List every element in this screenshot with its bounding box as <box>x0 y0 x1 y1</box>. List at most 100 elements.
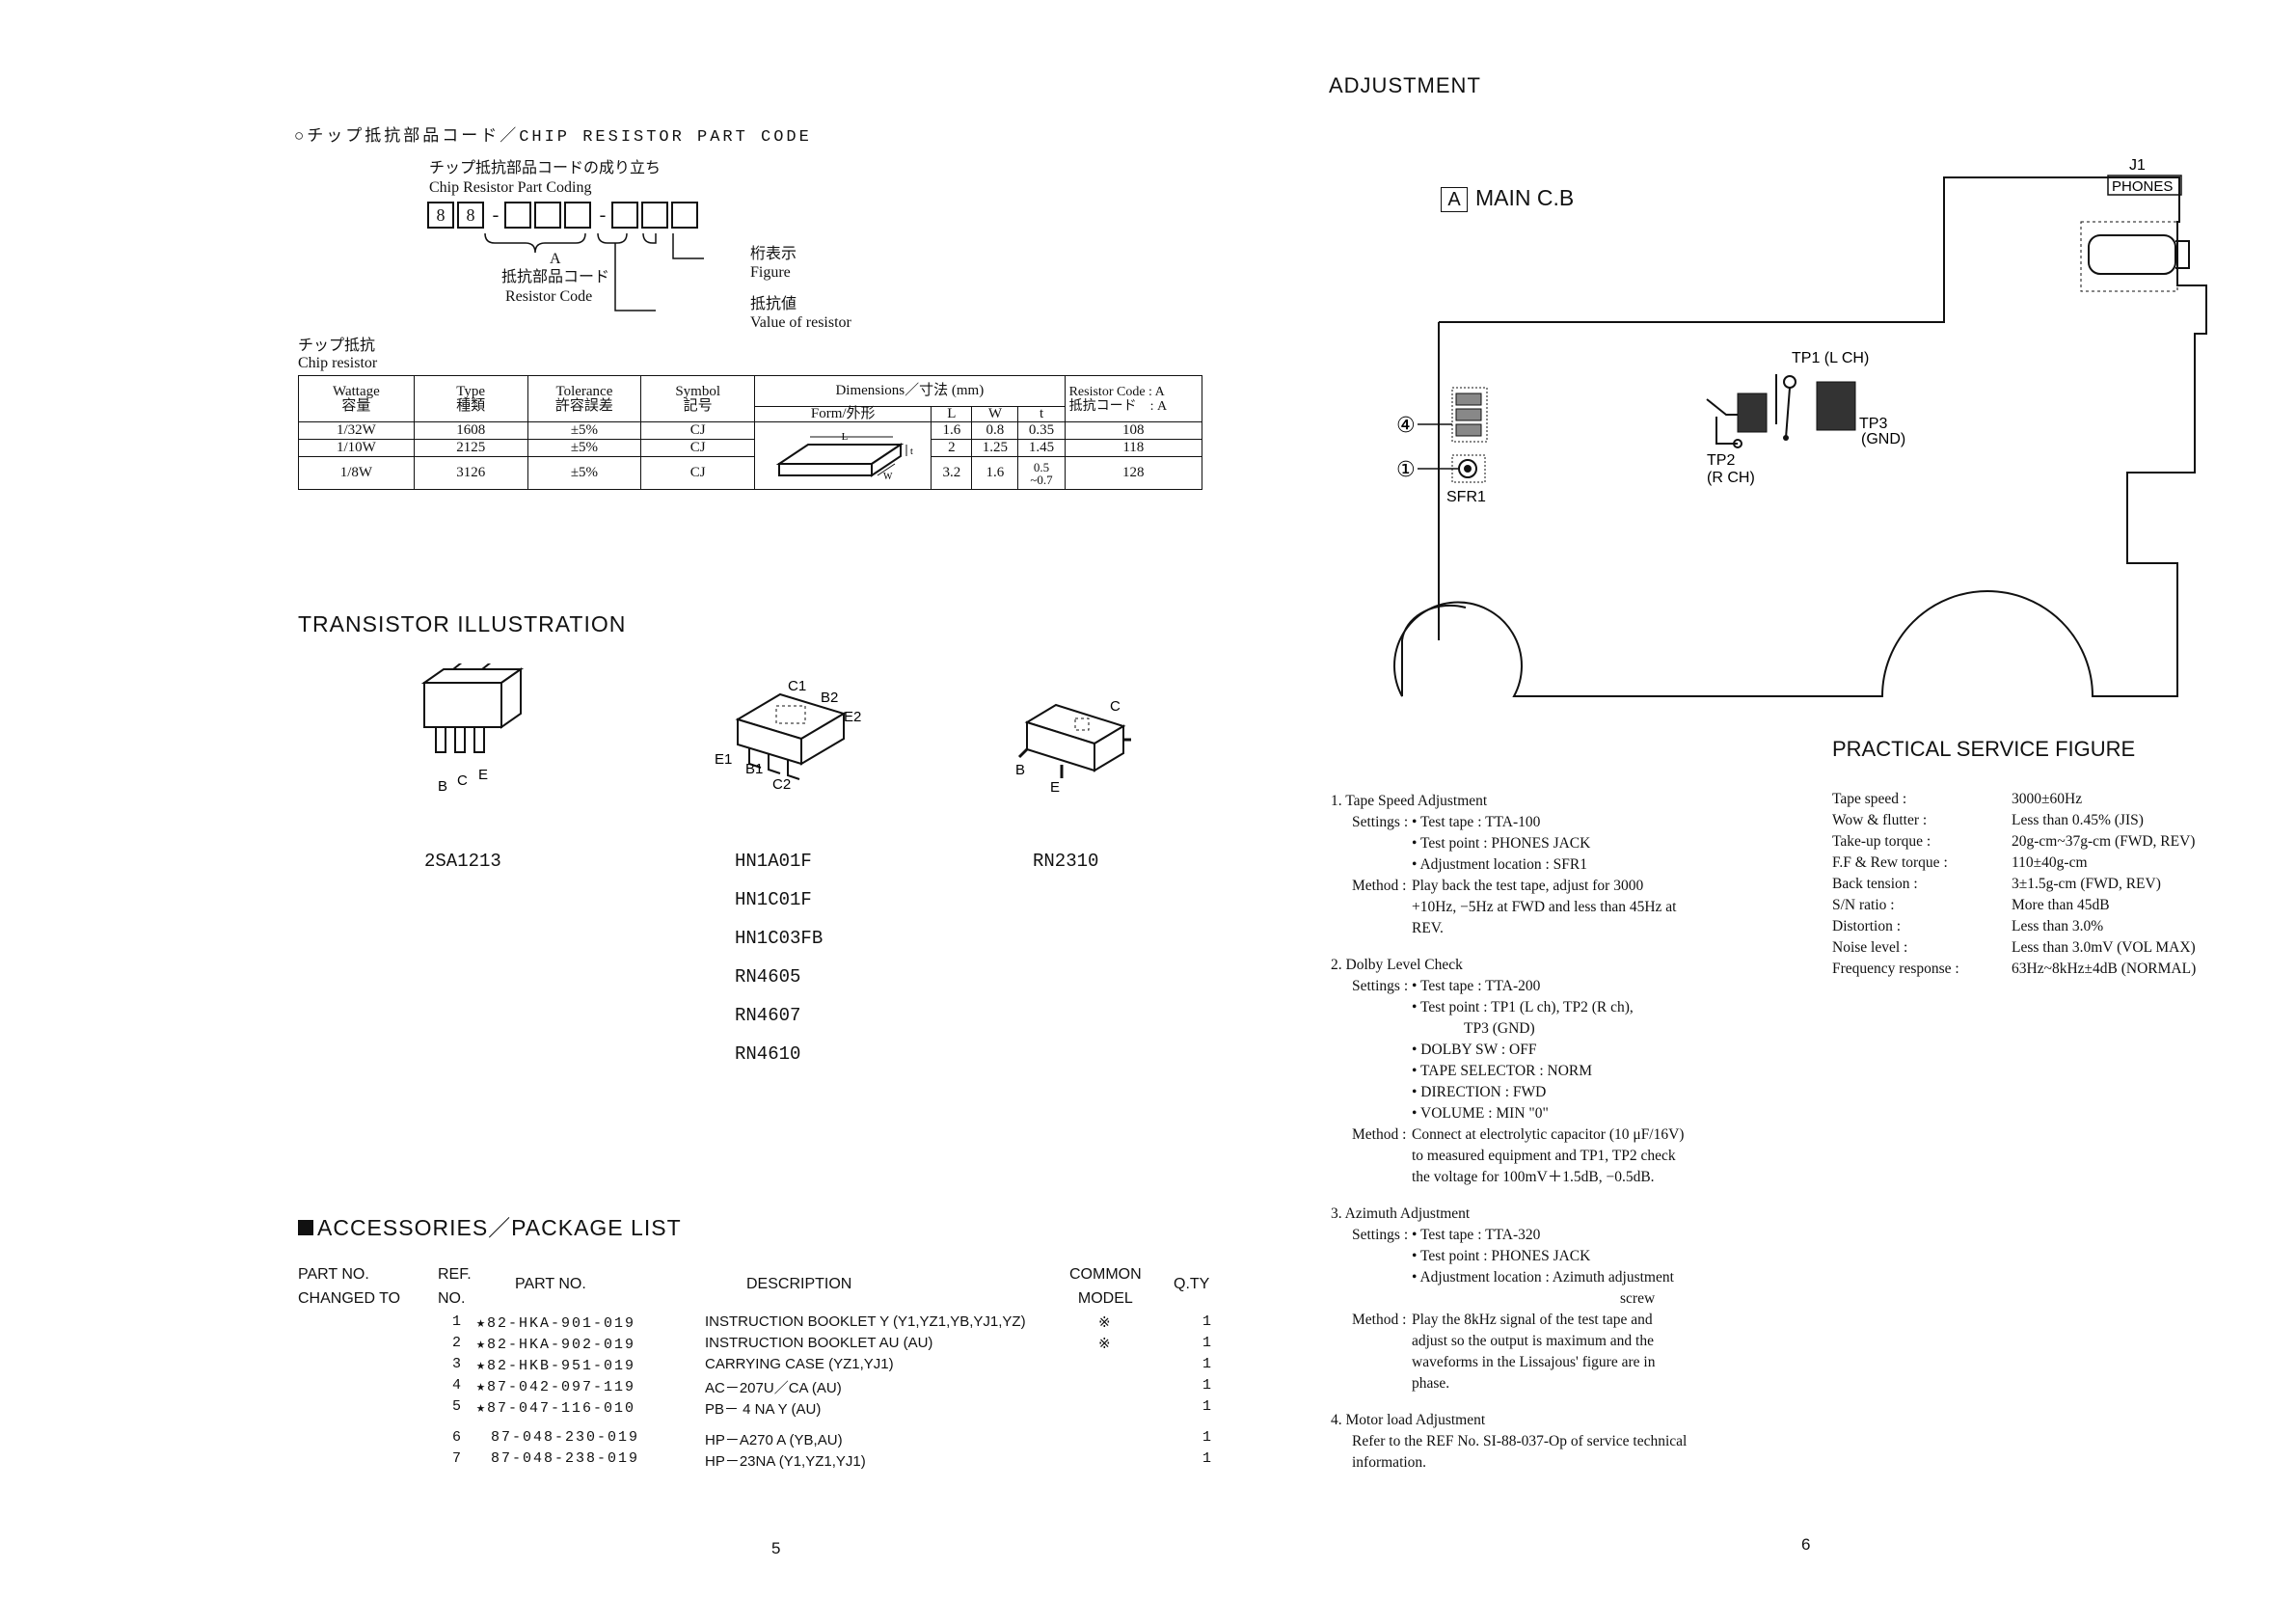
value-en: Value of resistor <box>750 314 851 331</box>
transistor-rn2310-drawing: C B E <box>1015 698 1131 796</box>
acc-list: 1 ★82-HKA-901-019 INSTRUCTION BOOKLET Y … <box>298 1313 1214 1477</box>
procedure-line: TP3 (GND) <box>1464 1020 1535 1037</box>
cell-desc: CARRYING CASE (YZ1,YJ1) <box>705 1356 894 1372</box>
psf-value: Less than 3.0mV (VOL MAX) <box>2012 939 2196 956</box>
procedure-line: REV. <box>1412 920 1444 936</box>
psf-row: Frequency response : 63Hz~8kHz±4dB (NORMA… <box>1832 959 2196 980</box>
cell-ref: 2 <box>452 1335 462 1351</box>
cell-common: ※ <box>1098 1337 1111 1352</box>
tp2-ch-label: (R CH) <box>1707 470 1755 486</box>
psf-row: Back tension : 3±1.5g-cm (FWD, REV) <box>1832 874 2196 895</box>
psf-value: 20g-cm~37g-cm (FWD, REV) <box>2012 833 2196 850</box>
table-row: 1/8W 3126 ±5% CJ 3.2 1.6 0.5 ~0.7 128 <box>298 456 1203 490</box>
procedure-line: • VOLUME : MIN "0" <box>1412 1105 1549 1122</box>
procedure-line: +10Hz, −5Hz at FWD and less than 45Hz at <box>1412 899 1677 915</box>
procedure-line: • Adjustment location : Azimuth adjustme… <box>1412 1269 1674 1286</box>
psf-label: Take-up torque : <box>1832 833 1931 850</box>
procedure-line: Method :Connect at electrolytic capacito… <box>1352 1126 1685 1143</box>
col-ref: REF.NO. <box>438 1266 472 1307</box>
cell-t: 0.5 ~0.7 <box>1017 456 1066 490</box>
cell-t: 0.35 <box>1017 421 1066 440</box>
transistor-name-list: HN1A01F HN1C01F HN1C03FB RN4605 RN4607 R… <box>735 851 823 1082</box>
psf-row: Take-up torque : 20g-cm~37g-cm (FWD, REV) <box>1832 831 2196 853</box>
procedure-line: waveforms in the Lissajous' figure are i… <box>1412 1354 1656 1370</box>
procedure-line: • Test point : PHONES JACK <box>1412 1248 1591 1264</box>
chip-resistor-drawing: L W t <box>775 431 913 482</box>
code-digit: 8 <box>457 202 484 229</box>
procedure-line: to measured equipment and TP1, TP2 check <box>1412 1148 1676 1164</box>
psf-value: 3±1.5g-cm (FWD, REV) <box>2012 876 2161 892</box>
resistor-code-en: Resistor Code <box>505 288 593 305</box>
transistor-name: RN4607 <box>735 1005 801 1026</box>
page-number-left: 5 <box>771 1539 781 1557</box>
psf-value: 110±40g-cm <box>2012 854 2088 871</box>
col-description: DESCRIPTION <box>746 1276 852 1292</box>
psf-value: Less than 3.0% <box>2012 918 2104 934</box>
transistor-name: HN1A01F <box>735 851 812 872</box>
transistor-heading: TRANSISTOR ILLUSTRATION <box>298 611 627 636</box>
cell-w: 1.25 <box>971 439 1019 457</box>
procedure-line: • Adjustment location : SFR1 <box>1412 856 1587 873</box>
cell-ref: 1 <box>452 1313 462 1330</box>
tp3-gnd-label: (GND) <box>1861 431 1905 447</box>
cell-desc: HP－A270 A (YB,AU) <box>705 1432 843 1448</box>
procedure-4: 4. Motor load Adjustment Refer to the RE… <box>1331 1410 1794 1474</box>
cell-desc: PB－ 4 NA Y (AU) <box>705 1401 822 1418</box>
psf-row: Tape speed :3000±60Hz <box>1832 789 2196 810</box>
cell-part: 87-048-230-019 <box>491 1429 640 1446</box>
transistor-2sa1213-drawing: B C E <box>420 663 525 795</box>
pin-b: B <box>438 778 447 795</box>
cell-ref: 7 <box>452 1450 462 1467</box>
th-t: t <box>1017 406 1066 422</box>
code-bracket-lines <box>484 232 704 311</box>
resistor-code-jp: 抵抗部品コード <box>501 269 610 285</box>
psf-value: 63Hz~8kHz±4dB (NORMAL) <box>2012 961 2197 977</box>
cell-type: 1608 <box>413 421 528 440</box>
cell-part: 87-048-238-019 <box>491 1450 640 1467</box>
page-number-right: 6 <box>1801 1535 1811 1554</box>
code-slot <box>534 202 561 229</box>
main-cb-diagram: J1 PHONES ④ ① SFR1 TP1 (L CH) TP2 (R CH)… <box>1380 157 2207 697</box>
code-slot <box>504 202 531 229</box>
code-slot <box>564 202 591 229</box>
procedure-title: 1. Tape Speed Adjustment <box>1331 793 1488 809</box>
psf-value: Less than 0.45% (JIS) <box>2012 812 2144 828</box>
cell-resistor-code: 108 <box>1064 421 1203 440</box>
cell-desc: INSTRUCTION BOOKLET AU (AU) <box>705 1335 933 1351</box>
psf-label: Back tension : <box>1832 876 1918 892</box>
phones-label: PHONES <box>2112 178 2173 195</box>
cell-qty: 1 <box>1202 1429 1212 1446</box>
fig-l-label: L <box>842 431 849 443</box>
cell-qty: 1 <box>1202 1398 1212 1415</box>
psf-label: Frequency response : <box>1832 961 1959 977</box>
procedure-line: Settings :• Test tape : TTA-320 <box>1352 1227 1541 1243</box>
procedure-line: • Test point : TP1 (L ch), TP2 (R ch), <box>1412 999 1634 1015</box>
cell-part: ★87-042-097-119 <box>476 1379 636 1395</box>
cell-desc: AC－207U／CA (AU) <box>705 1380 842 1396</box>
procedure-list: 1. Tape Speed Adjustment Settings :• Tes… <box>1331 791 1794 1474</box>
label-a: A <box>550 251 561 267</box>
procedure-title: 4. Motor load Adjustment <box>1331 1412 1486 1428</box>
acc-header: PART NO.CHANGED TO REF.NO. PART NO. DESC… <box>298 1262 1214 1311</box>
figure-jp: 桁表示 <box>750 246 797 262</box>
psf-row: Wow & flutter : Less than 0.45% (JIS) <box>1832 810 2196 831</box>
pin-c: C <box>1110 698 1121 715</box>
fig-w-label: W <box>883 472 893 482</box>
cell-tolerance: ±5% <box>527 421 642 440</box>
procedure-line: the voltage for 100mV＋1.5dB, −0.5dB. <box>1412 1169 1655 1185</box>
cell-type: 2125 <box>413 439 528 457</box>
procedure-line: Refer to the REF No. SI-88-037-Op of ser… <box>1352 1433 1688 1449</box>
psf-value: 3000±60Hz <box>2012 791 2083 807</box>
pin-e: E <box>1050 779 1060 796</box>
cell-t: 1.45 <box>1017 439 1066 457</box>
cell-ref: 3 <box>452 1356 462 1372</box>
board-outline <box>1380 177 2206 696</box>
code-dash: - <box>492 203 500 226</box>
transistor-name-rn2310: RN2310 <box>1033 851 1099 872</box>
psf-label: Noise level : <box>1832 939 1908 956</box>
psf-label: Wow & flutter : <box>1832 812 1928 828</box>
cell-part: ★87-047-116-010 <box>476 1400 636 1417</box>
